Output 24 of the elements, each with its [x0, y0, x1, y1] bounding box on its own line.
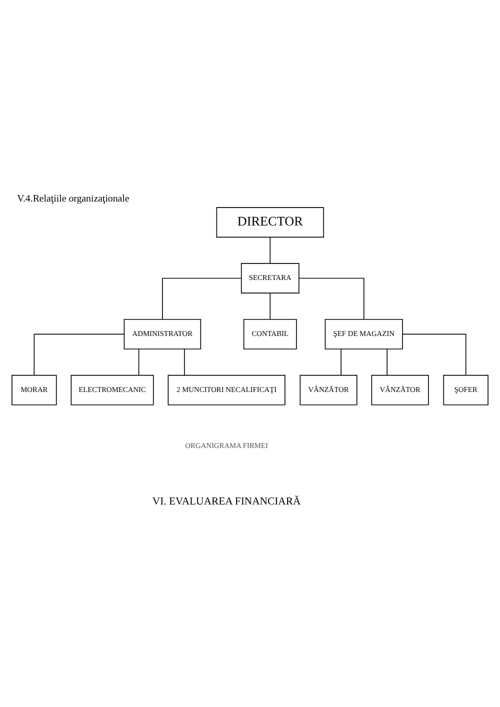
connector [386, 348, 388, 376]
node-box: 2 MUNCITORI NECALIFICAŢI [168, 374, 286, 406]
connector [402, 334, 466, 376]
connector [184, 348, 185, 376]
connector [162, 278, 242, 320]
node-box: SECRETARA [240, 263, 300, 294]
node-box: MORAR [12, 374, 57, 406]
node-box: ŞEF DE MAGAZIN [324, 318, 403, 350]
label: VI. EVALUAREA FINANCIARĂ [152, 496, 301, 508]
connector [298, 278, 364, 320]
node-box: DIRECTOR [216, 207, 324, 238]
node-box: CONTABIL [243, 318, 297, 350]
node-box: ELECTROMECANIC [70, 374, 154, 406]
connector [34, 334, 124, 376]
diagram-title: V.4.Relaţiile organizaţionale [17, 193, 130, 204]
caption: ORGANIGRAMA FIRMEI [185, 440, 268, 450]
node-box: VÂNZĂTOR [300, 374, 358, 406]
connector [270, 236, 271, 264]
connector [340, 348, 342, 376]
node-box: ADMINISTRATOR [124, 318, 202, 350]
node-box: VÂNZĂTOR [371, 374, 429, 406]
connector [138, 348, 140, 376]
connector [270, 292, 271, 320]
node-box: ŞOFER [443, 374, 488, 406]
